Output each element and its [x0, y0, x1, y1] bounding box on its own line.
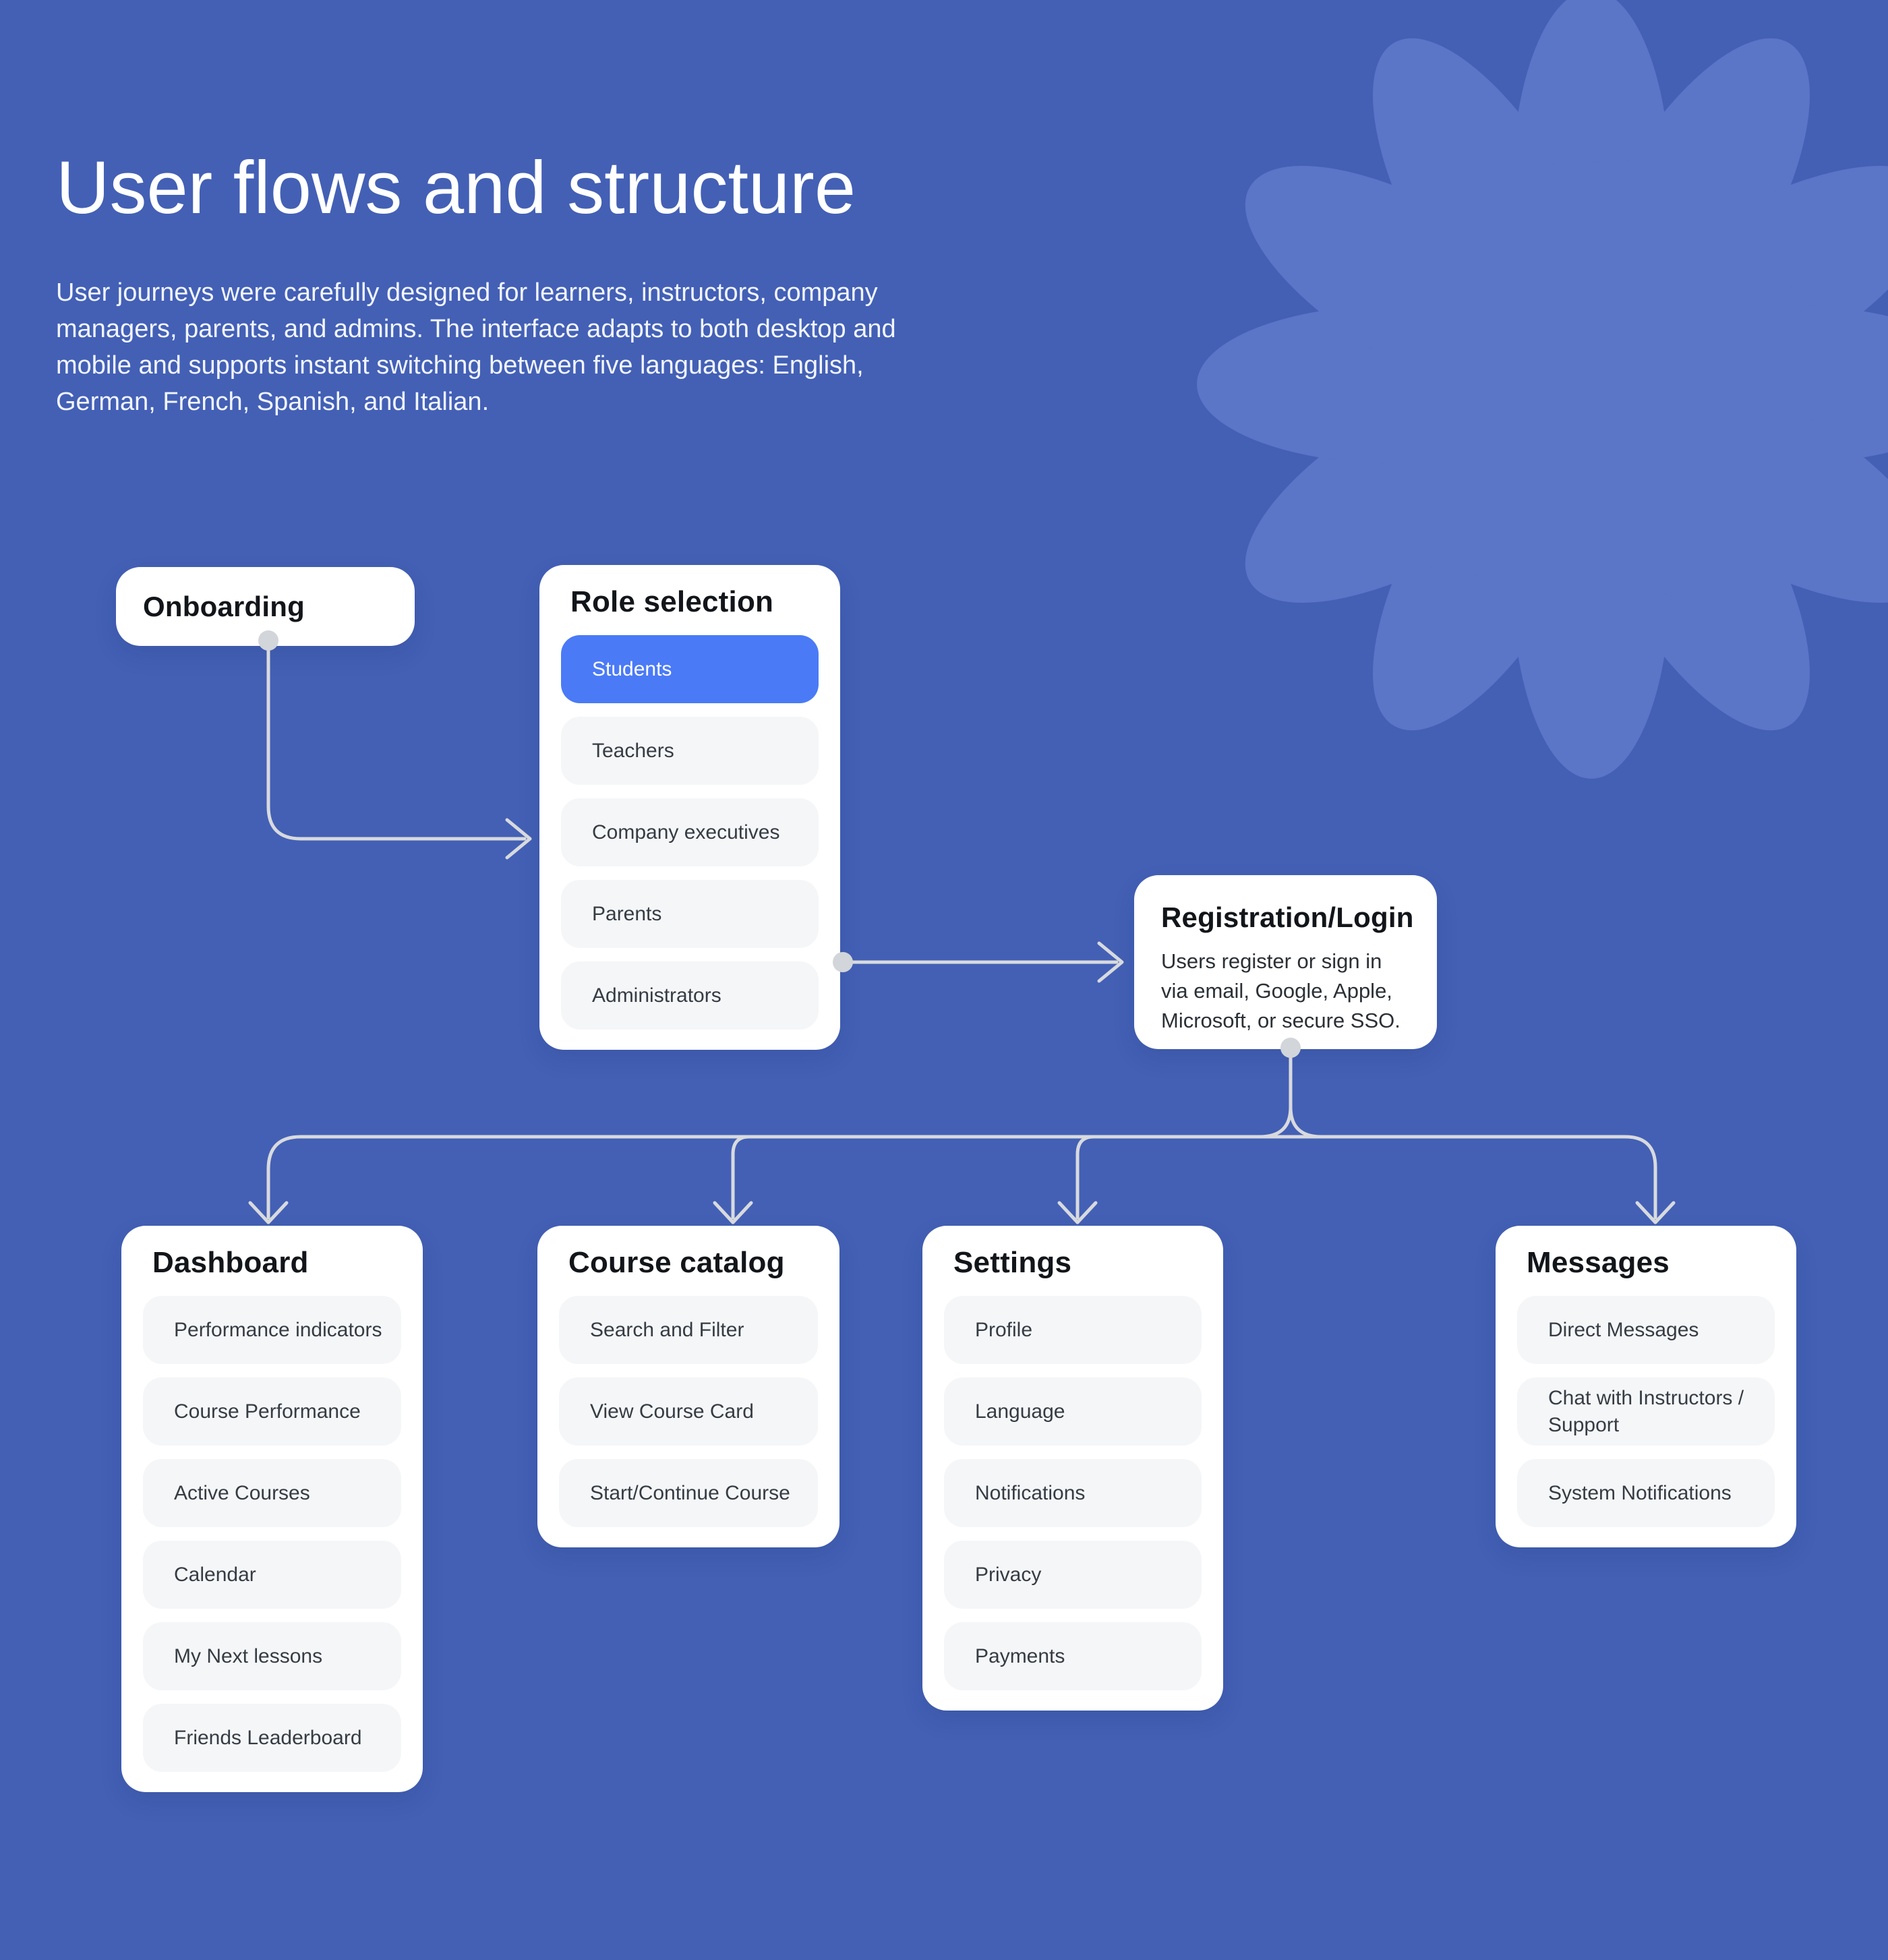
course-catalog-items: Search and Filter View Course Card Start… [559, 1296, 818, 1527]
settings-item-payments: Payments [944, 1622, 1202, 1690]
node-settings: Settings Profile Language Notifications … [922, 1226, 1223, 1711]
node-messages-title: Messages [1527, 1246, 1670, 1279]
node-course-catalog: Course catalog Search and Filter View Co… [537, 1226, 839, 1547]
node-role-selection: Role selection Students Teachers Company… [539, 565, 840, 1050]
dashboard-item-active-courses: Active Courses [143, 1459, 401, 1527]
messages-item-chat-with-instructors-support: Chat with Instructors / Support [1517, 1377, 1775, 1446]
dashboard-item-friends-leaderboard: Friends Leaderboard [143, 1704, 401, 1772]
node-onboarding-title: Onboarding [143, 590, 305, 622]
connector-onboarding-to-role [258, 630, 532, 860]
settings-item-language: Language [944, 1377, 1202, 1446]
role-selection-items: Students Teachers Company executives Par… [561, 635, 819, 1030]
arrowhead-right-icon [505, 818, 532, 860]
dashboard-items: Performance indicators Course Performanc… [143, 1296, 401, 1772]
dashboard-item-my-next-lessons: My Next lessons [143, 1622, 401, 1690]
node-registration-title: Registration/Login [1161, 901, 1414, 933]
catalog-item-view-course-card: View Course Card [559, 1377, 818, 1446]
settings-item-privacy: Privacy [944, 1541, 1202, 1609]
settings-item-profile: Profile [944, 1296, 1202, 1364]
messages-item-system-notifications: System Notifications [1517, 1459, 1775, 1527]
page-header: User flows and structure User journeys w… [56, 147, 1067, 420]
messages-items: Direct Messages Chat with Instructors / … [1517, 1296, 1775, 1527]
page-title: User flows and structure [56, 146, 856, 229]
node-role-selection-title: Role selection [570, 585, 774, 618]
settings-item-notifications: Notifications [944, 1459, 1202, 1527]
node-settings-title: Settings [953, 1246, 1072, 1279]
arrowhead-down-icon [1635, 1201, 1676, 1224]
role-item-company-executives: Company executives [561, 798, 819, 866]
role-item-teachers: Teachers [561, 717, 819, 785]
arrowhead-down-icon [1057, 1201, 1098, 1224]
node-onboarding: Onboarding [116, 567, 415, 646]
catalog-item-search-and-filter: Search and Filter [559, 1296, 818, 1364]
connector-role-to-registration [833, 941, 1124, 983]
connector-registration-branches [248, 1038, 1676, 1224]
arrowhead-down-icon [248, 1201, 289, 1224]
catalog-item-start-continue-course: Start/Continue Course [559, 1459, 818, 1527]
arrowhead-down-icon [713, 1201, 753, 1224]
role-item-parents: Parents [561, 880, 819, 948]
role-item-administrators: Administrators [561, 961, 819, 1030]
dashboard-item-calendar: Calendar [143, 1541, 401, 1609]
dashboard-item-performance-indicators: Performance indicators [143, 1296, 401, 1364]
settings-items: Profile Language Notifications Privacy P… [944, 1296, 1202, 1690]
role-item-students: Students [561, 635, 819, 703]
page-description: User journeys were carefully designed fo… [56, 278, 896, 416]
arrowhead-right-icon [1097, 941, 1124, 983]
node-dashboard-title: Dashboard [152, 1246, 309, 1279]
node-messages: Messages Direct Messages Chat with Instr… [1496, 1226, 1796, 1547]
node-course-catalog-title: Course catalog [568, 1246, 785, 1279]
node-registration-login: Registration/Login Users register or sig… [1134, 875, 1437, 1049]
node-registration-body: Users register or sign in via email, Goo… [1161, 949, 1400, 1032]
messages-item-direct-messages: Direct Messages [1517, 1296, 1775, 1364]
node-dashboard: Dashboard Performance indicators Course … [121, 1226, 423, 1792]
dashboard-item-course-performance: Course Performance [143, 1377, 401, 1446]
